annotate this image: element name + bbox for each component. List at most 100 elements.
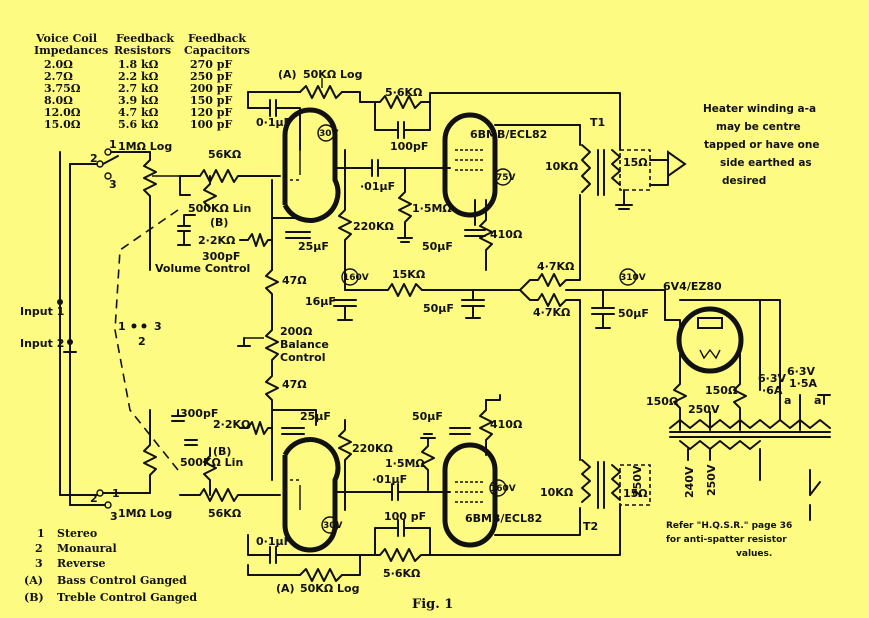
balance-label-2: Control [280,351,325,364]
hosr-note-2: for anti-spatter resistor [666,535,787,545]
table-cell-r1-c1: 2.2 kΩ [118,70,159,83]
mode-3-text: Reverse [57,557,106,570]
rect-tube-label: 6V4/EZ80 [663,280,722,293]
mode-1-text: Stereo [57,527,97,540]
bal-sw-2: 2 [138,335,146,348]
r15m-top-label: 1·5MΩ [412,202,452,215]
table-cell-r2-c2: 200 pF [190,82,232,95]
volume-control-label: Volume Control [155,262,250,275]
tp-bot-1: 30V [323,521,343,531]
triode-bottom: 30V [282,437,343,553]
r150-a-label: 150Ω [646,395,679,408]
table-cell-r0-c0: 2.0Ω [44,58,73,71]
table-cell-r5-c2: 100 pF [190,118,232,131]
primary-250v-b: 250V [631,465,644,497]
gang-b-text: Treble Control Ganged [57,591,197,604]
input2-label: Input 2 [20,337,64,350]
feedback-table: Voice Coil Impedances Feedback Resistors… [34,32,250,131]
table-cell-r5-c1: 5.6 kΩ [118,118,159,131]
transformer-t2: 15Ω [581,459,651,509]
sel-bot-3: 3 [110,510,118,523]
c001-top-label: ·01μF [360,180,395,193]
table-cell-r0-c1: 1.8 kΩ [118,58,159,71]
r47-bot-label: 47Ω [282,378,307,391]
pentode-bottom: 160V [442,442,516,548]
pentode-top: 75V [442,112,516,218]
bass-pot-top-value: 50KΩ Log [303,68,362,81]
vol-top-label: 1MΩ Log [118,140,172,153]
b-bot-label: (B) [213,445,231,458]
heater-note-4: side earthed as [720,157,812,169]
treble-bot-label: 500KΩ Lin [180,456,243,469]
gang-b-num: (B) [24,591,44,604]
t2-label: T2 [583,520,598,533]
r10k-top-label: 10KΩ [545,160,579,173]
hosr-note-3: values. [736,549,772,559]
bal-sw-1: 1 [118,320,126,333]
mode-3-num: 3 [35,557,43,570]
heater-a-2: a [814,394,821,407]
table-cell-r0-c2: 270 pF [190,58,232,71]
r22-bot-label: 2·2KΩ [213,418,251,431]
r220-bot-label: 220KΩ [352,442,393,455]
v63-6a-label-2: ·6A [762,384,783,397]
c50-mid-label: 50μF [423,302,454,315]
sel-top-1: 1 [109,138,117,151]
r15m-bot-label: 1·5MΩ [385,457,425,470]
bass-gang-label-bot: (A) [276,582,295,595]
top-channel: (A) 50KΩ Log 5·6KΩ 100pF 0·1μF 30V [59,68,819,506]
r47-top-label: 47Ω [282,274,307,287]
volume-pot-top [143,151,157,271]
sel-bot-2: 2 [90,492,98,505]
r56-top [374,92,621,151]
tp-top-1: 30V [319,129,339,139]
c50-top-label: 50μF [422,240,453,253]
c01-bot-label: 0·1μF [256,535,291,548]
table-cell-r1-c0: 2.7Ω [44,70,73,83]
figure-caption: Fig. 1 [412,597,453,612]
c50-bot-label: 50μF [412,410,443,423]
c50-rect-label: 50μF [618,307,649,320]
volume-gang-line [114,209,179,471]
primary-240v: 240V [683,466,696,498]
table-header-1a: Voice Coil [35,32,97,45]
v250-label: 250V [688,403,720,416]
mode-1-num: 1 [37,527,45,540]
table-cell-r4-c0: 12.0Ω [44,106,81,119]
r15k-label: 15KΩ [392,268,426,281]
treble-top-label: 500KΩ Lin [188,202,251,215]
v63-15a-label-2: 1·5A [789,377,817,390]
mode-2-text: Monaural [57,542,117,555]
c100-bot-label: 100 pF [384,510,426,523]
r22-top-label: 2·2KΩ [198,234,236,247]
power-supply-section: Volume Control 47Ω 160V 16μF 15KΩ 50μF 4… [20,249,831,521]
tube-top-label: 6BMB/ECL82 [470,128,547,141]
table-cell-r3-c1: 3.9 kΩ [118,94,159,107]
t1-label: T1 [590,116,605,129]
sel-top-3: 3 [109,178,117,191]
table-cell-r1-c2: 250 pF [190,70,232,83]
b-top-label: (B) [210,216,228,229]
bass-gang-label-top: (A) [278,68,297,81]
table-header-1b: Impedances [34,44,108,57]
heater-note-1: Heater winding a-a [703,103,816,115]
rectifier-tube [676,306,744,374]
table-cell-r3-c0: 8.0Ω [44,94,73,107]
bass-pot-bot-value: 50KΩ Log [300,582,359,595]
tp-mid-1: 160V [343,273,369,283]
spk-load-top: 15Ω [623,156,648,169]
spk-load-bot: 15Ω [623,487,648,500]
bal-sw-3: 3 [154,320,162,333]
r10k-bot-label: 10KΩ [540,486,574,499]
c16-label: 16μF [305,295,336,308]
c001-bot-label: ·01μF [372,473,407,486]
vol-bot-label: 1MΩ Log [118,507,172,520]
primary-250v-a: 250V [705,464,718,496]
tp-mid-2: 310V [620,273,646,283]
c300-top-label: 300pF [202,250,240,263]
gang-a-num: (A) [24,574,43,587]
r56-top-label: 5·6KΩ [385,86,423,99]
table-header-3b: Capacitors [184,44,250,57]
